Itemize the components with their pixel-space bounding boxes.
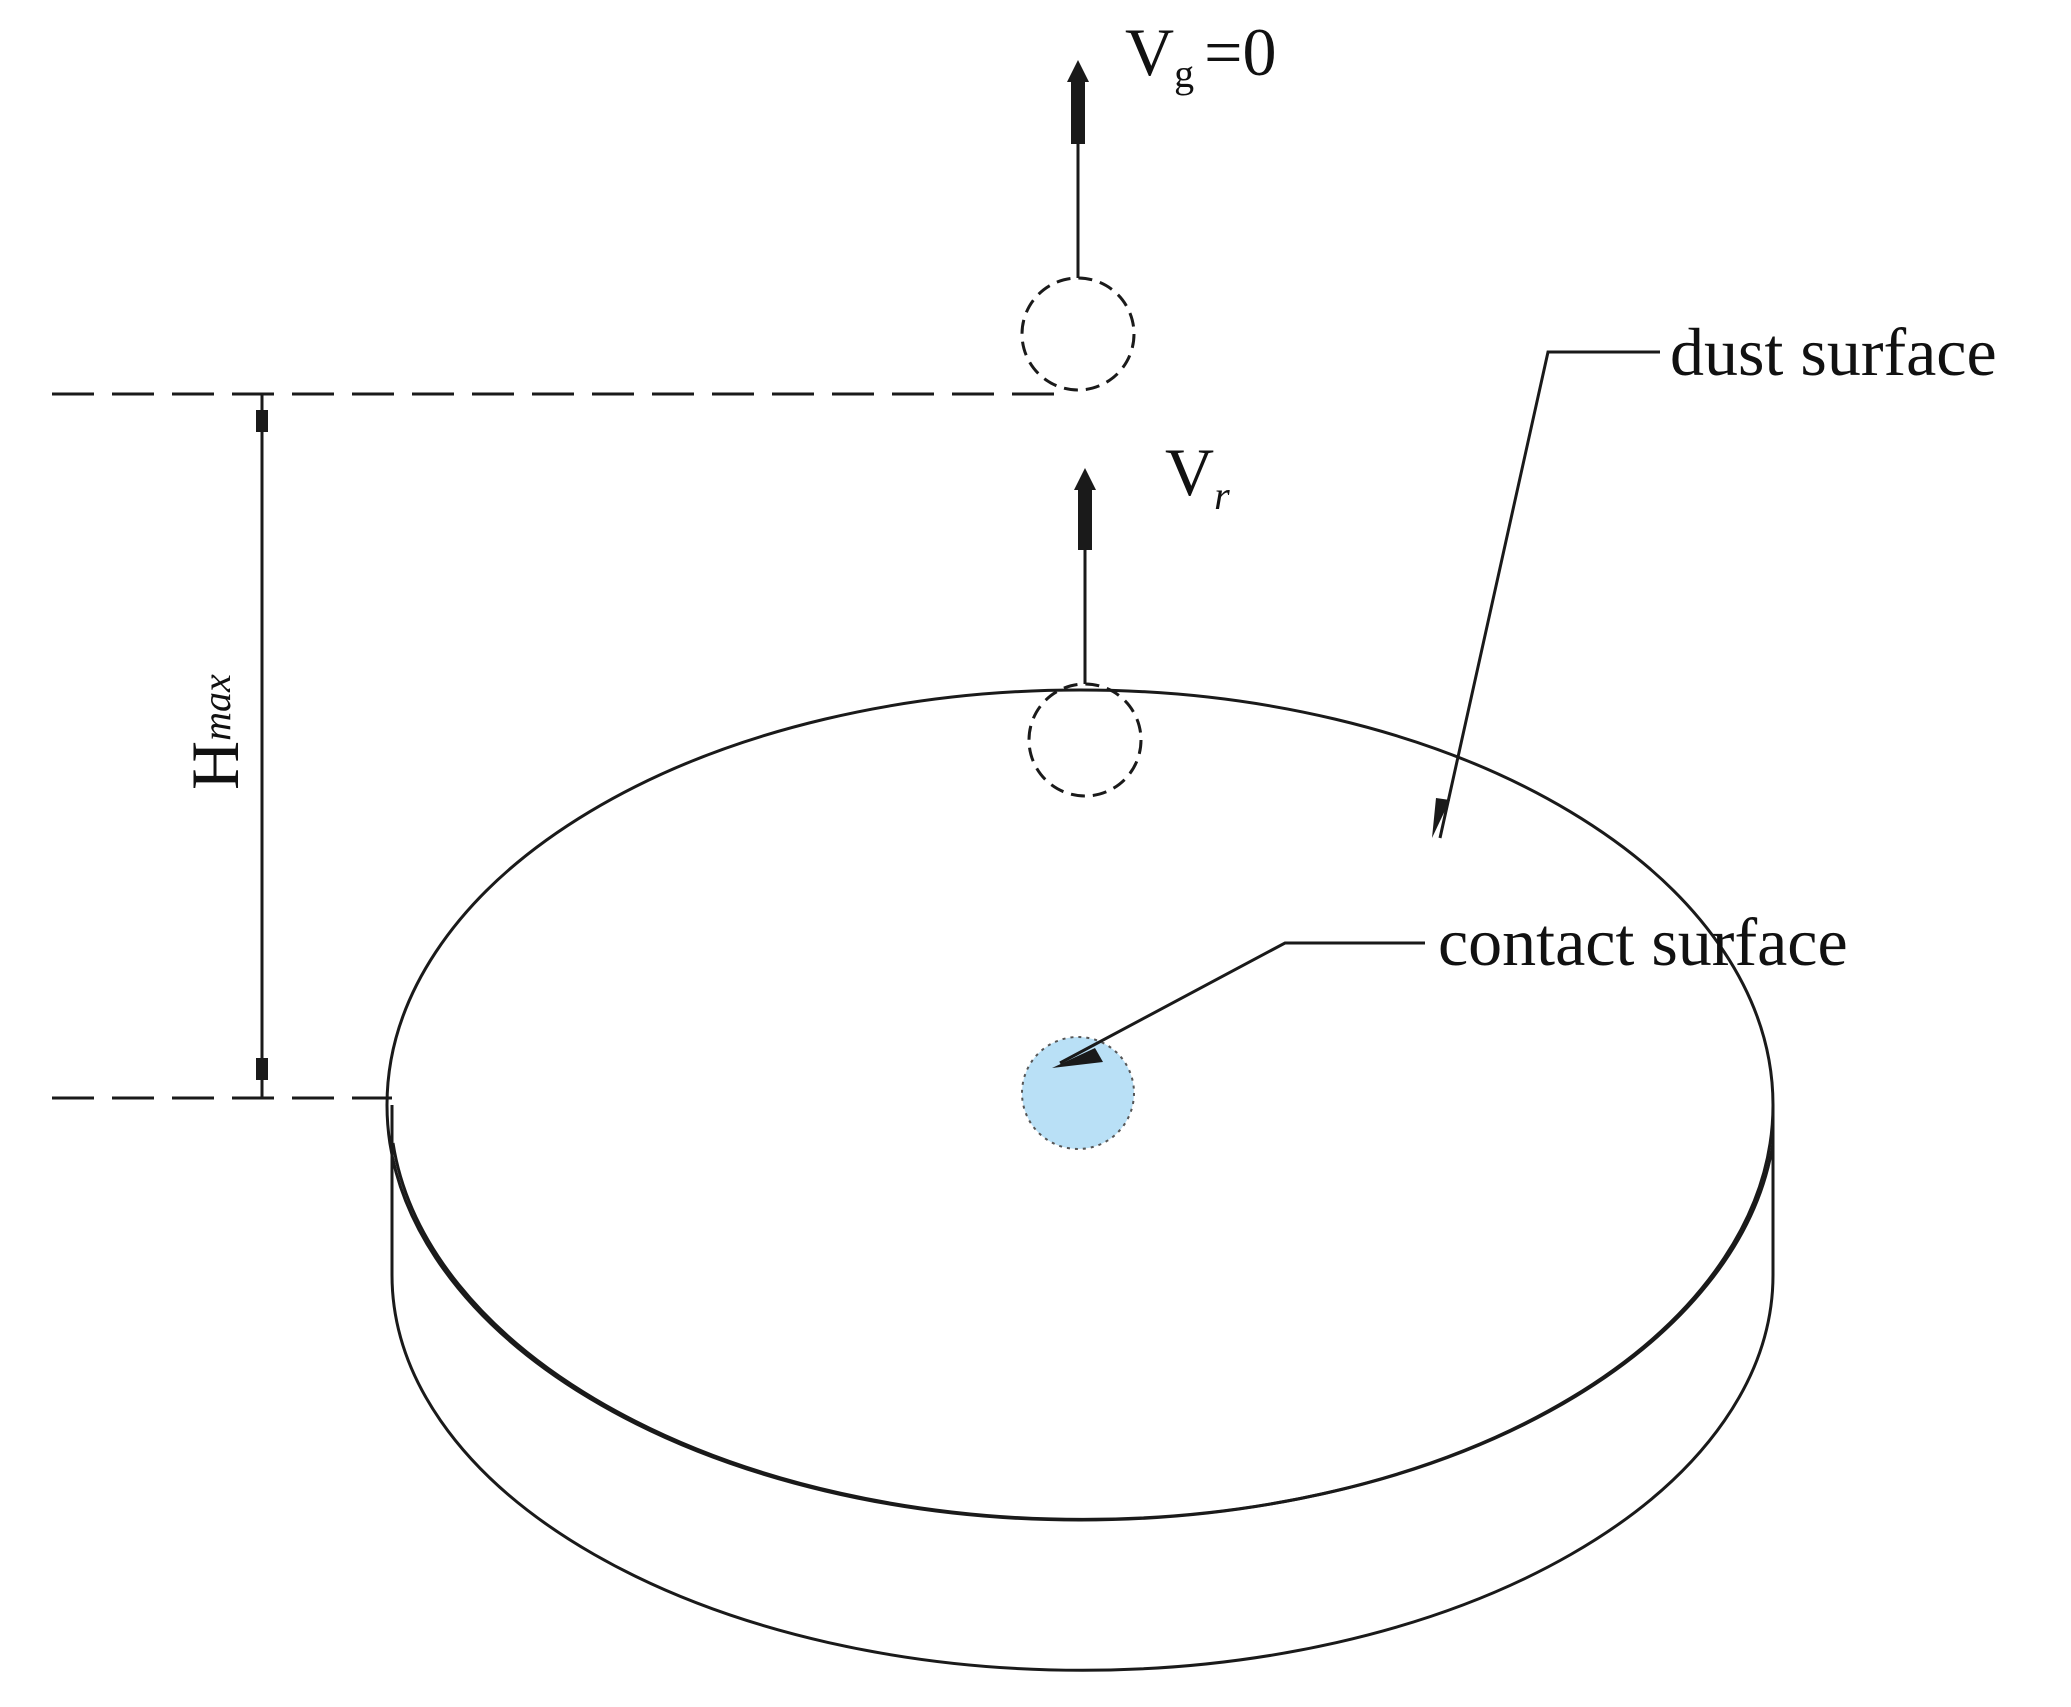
disc-bottom-arc: [391, 1142, 1775, 1521]
vg-label-main: V: [1125, 14, 1174, 90]
vg-label-sub: g: [1174, 51, 1194, 96]
vg-label-eq: =0: [1204, 14, 1276, 90]
contact-surface-circle: [1021, 1036, 1135, 1150]
upper-particle-dashed: [1020, 276, 1136, 392]
dust-surface-label: dust surface: [1670, 314, 1997, 390]
dust-surface-leader: [1432, 350, 1660, 839]
lower-particle-dashed: [1027, 682, 1143, 798]
vr-arrow: [1074, 468, 1096, 684]
contact-surface-label: contact surface: [1438, 904, 1848, 980]
dust-disc: [385, 688, 1775, 1522]
vg-arrow: [1067, 60, 1089, 278]
contact-surface-leader: [1052, 941, 1425, 1068]
hmax-label-sub: max: [194, 674, 239, 741]
vg-label: Vg=0: [1125, 14, 1276, 96]
hmax-label-main: H: [177, 741, 253, 790]
hmax-label: Hmax: [177, 674, 253, 790]
vr-label: Vr: [1165, 434, 1230, 518]
vr-label-sub: r: [1214, 473, 1230, 518]
disc-lower-front-arc: [390, 1274, 1775, 1672]
vr-label-main: V: [1165, 434, 1214, 510]
hmax-dimension: [256, 394, 268, 1098]
